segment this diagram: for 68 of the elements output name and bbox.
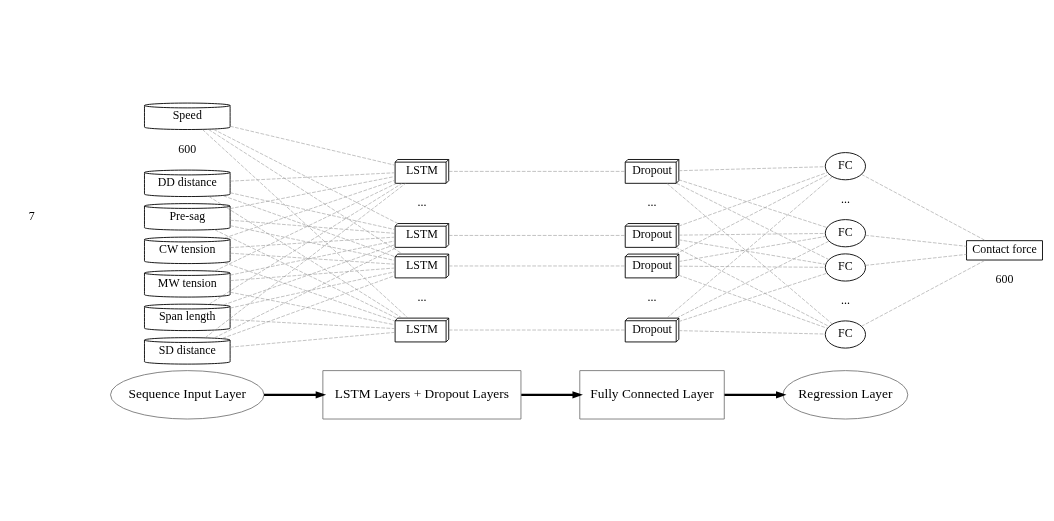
connector <box>678 272 828 322</box>
connector <box>229 125 396 165</box>
connector <box>861 259 986 327</box>
connector <box>229 219 396 234</box>
connector <box>229 318 396 329</box>
node-ellipse: Sequence Input Layer <box>110 369 265 419</box>
connector <box>202 128 409 318</box>
connector <box>676 240 830 318</box>
connector <box>678 165 826 171</box>
label: ... <box>647 194 657 209</box>
arrow <box>724 390 787 398</box>
node-ellipse: FC <box>824 252 866 282</box>
label: ... <box>840 191 850 206</box>
connector <box>678 179 828 228</box>
connector <box>678 329 826 334</box>
connector <box>224 262 396 321</box>
connector <box>229 224 396 261</box>
connector <box>865 234 967 247</box>
connector <box>678 274 828 329</box>
label: 7 <box>28 208 35 223</box>
connector <box>229 236 396 248</box>
connector <box>229 270 396 308</box>
connector <box>214 182 397 271</box>
connector <box>229 175 396 209</box>
connector <box>229 291 396 325</box>
connector <box>675 173 830 254</box>
connector <box>229 171 396 181</box>
connector <box>229 191 396 230</box>
node-box: Fully Connected Layer <box>579 369 725 419</box>
connector <box>223 243 396 305</box>
connector <box>208 128 403 254</box>
connector <box>229 252 396 265</box>
label: 600 <box>178 141 197 156</box>
connector <box>861 173 986 241</box>
node-ellipse: FC <box>824 319 866 349</box>
connector <box>678 232 826 235</box>
node-ellipse: Regression Layer <box>782 369 909 419</box>
connector <box>448 265 626 266</box>
label: ... <box>647 289 657 304</box>
arrow <box>521 390 583 398</box>
connector <box>229 331 396 347</box>
label: ... <box>417 194 427 209</box>
connector <box>229 267 396 281</box>
connector <box>208 195 403 318</box>
node-ellipse: FC <box>824 218 866 247</box>
connector <box>205 182 406 338</box>
connector <box>222 274 396 339</box>
connector <box>678 265 826 268</box>
connector <box>675 246 830 327</box>
label: ... <box>417 289 427 304</box>
connector <box>214 246 398 338</box>
node-box: Contact force <box>966 239 1043 260</box>
connector <box>223 195 396 257</box>
arrow <box>264 390 327 398</box>
connector <box>213 128 398 224</box>
connector <box>865 253 967 266</box>
label: ... <box>840 292 850 307</box>
connector <box>224 179 396 238</box>
connector <box>448 234 626 236</box>
node-ellipse: FC <box>824 151 866 180</box>
label: 600 <box>995 271 1014 286</box>
connector <box>229 240 396 275</box>
connector <box>209 182 403 304</box>
connector <box>214 229 397 318</box>
connector <box>676 182 830 260</box>
connector <box>448 170 626 172</box>
connector <box>678 171 828 226</box>
node-box: LSTM Layers + Dropout Layers <box>322 369 522 419</box>
